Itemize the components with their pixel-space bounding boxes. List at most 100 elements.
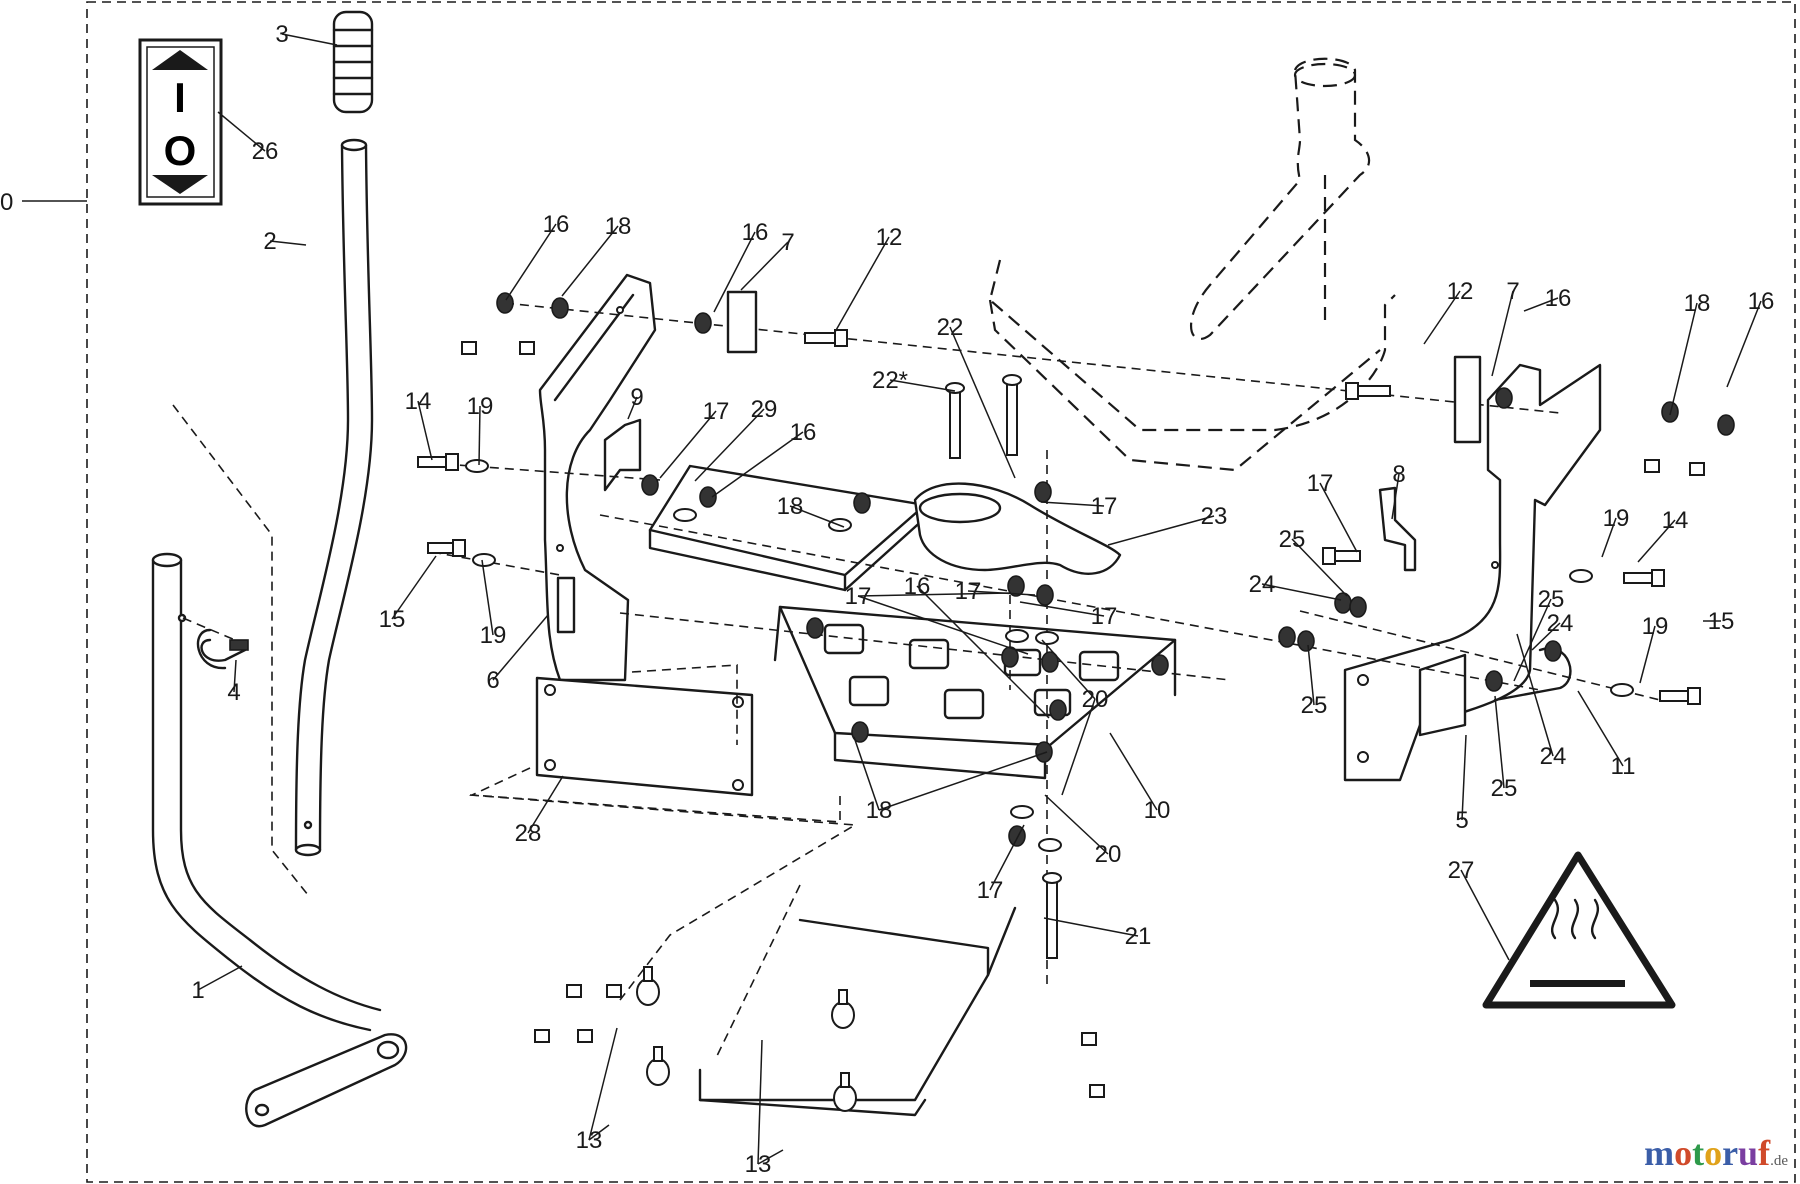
bolt-head: [1345, 382, 1359, 400]
nut: [1334, 592, 1352, 614]
callout-16: 16: [742, 219, 769, 246]
nut: [1007, 575, 1025, 597]
callout-14: 14: [405, 388, 432, 415]
washer: [1005, 629, 1029, 643]
leader-line: [949, 326, 1016, 479]
callout-11: 11: [1611, 753, 1636, 780]
leader-line: [659, 410, 717, 479]
bolt-shank: [653, 1046, 663, 1062]
callout-20: 20: [1082, 686, 1109, 713]
callout-14: 14: [1662, 507, 1689, 534]
leader-line: [853, 736, 880, 811]
leader-line: [740, 241, 789, 291]
leader-line: [1516, 633, 1554, 757]
leader-line: [1494, 695, 1505, 789]
watermark-brand: motoruf: [1644, 1133, 1771, 1173]
leader-line: [1261, 583, 1342, 601]
nut: [1495, 387, 1513, 409]
bolt-shank: [427, 542, 454, 554]
leader-lines: [197, 33, 1762, 1165]
leader-line: [857, 595, 1029, 655]
callout-1: 1: [191, 977, 204, 1004]
watermark: motoruf.de: [1644, 1132, 1788, 1174]
bolt-head: [945, 382, 965, 394]
callout-25: 25: [1491, 775, 1518, 802]
nut: [1036, 584, 1054, 606]
off-letter: O: [164, 127, 197, 174]
small-fastener: [566, 984, 582, 998]
nut: [496, 292, 514, 314]
bolt-shank: [840, 1072, 850, 1088]
leader-line: [916, 585, 1050, 719]
leader-line: [481, 559, 494, 636]
leader-line: [694, 408, 765, 482]
callout-19: 19: [1642, 613, 1669, 640]
callout-28: 28: [515, 820, 542, 847]
leader-line: [1107, 515, 1215, 546]
leader-line: [1491, 290, 1514, 377]
assembly-axis: [431, 551, 561, 576]
leader-line: [1319, 482, 1358, 553]
callout-17: 17: [1091, 603, 1118, 630]
nut: [853, 492, 871, 514]
leader-line: [1669, 302, 1698, 416]
bolt-head: [833, 1084, 857, 1112]
bolt-shank: [1006, 379, 1018, 456]
bottom-tray: [698, 884, 1017, 1117]
callout-17: 17: [955, 578, 982, 605]
callout-3: 3: [275, 21, 288, 48]
leader-line: [789, 505, 845, 528]
leader-line: [588, 1124, 610, 1141]
callout-17: 17: [1091, 493, 1118, 520]
callout-19: 19: [480, 622, 507, 649]
leader-line: [233, 659, 237, 693]
nut: [1034, 481, 1052, 503]
leader-line: [989, 824, 1025, 891]
plate-7: [1453, 355, 1482, 444]
leader-line: [1307, 644, 1315, 706]
bolt-shank: [1659, 690, 1689, 702]
callout-25: 25: [1538, 586, 1565, 613]
bolt-head: [1687, 687, 1701, 705]
leader-line: [391, 555, 437, 620]
callout-26: 26: [252, 138, 279, 165]
plate-7: [726, 290, 758, 354]
leader-line: [1531, 622, 1561, 651]
arrow-down-icon: [152, 175, 208, 194]
leader-line: [492, 614, 549, 681]
leader-line: [1637, 519, 1676, 563]
callout-16: 16: [790, 419, 817, 446]
washer: [1038, 838, 1062, 852]
callout-25: 25: [1279, 526, 1306, 553]
leader-line: [1061, 698, 1096, 796]
callout-25: 25: [1301, 692, 1328, 719]
bolt-shank: [949, 387, 961, 459]
callout-0: 0: [0, 189, 13, 216]
on-off-decal: I O: [138, 38, 223, 206]
bolt-shank: [1623, 572, 1653, 584]
callout-16: 16: [543, 211, 570, 238]
assembly-axis: [504, 302, 1561, 414]
center-plate-10: [773, 605, 1177, 780]
leader-line: [1391, 473, 1400, 520]
small-fastener: [461, 341, 477, 355]
bolt-head: [1002, 374, 1022, 386]
callout-19: 19: [467, 393, 494, 420]
handle-grip: [332, 10, 374, 114]
lower-handle: [151, 552, 408, 1128]
bolt-head: [445, 453, 459, 471]
callout-27: 27: [1448, 857, 1475, 884]
leader-line: [561, 225, 619, 297]
bolt-head: [1322, 547, 1336, 565]
callout-10: 10: [1144, 797, 1171, 824]
nut: [1001, 646, 1019, 668]
callout-7: 7: [781, 229, 794, 256]
washer: [1569, 569, 1593, 583]
assembly-axis: [619, 612, 1231, 681]
callout-18: 18: [1684, 290, 1711, 317]
nut: [1151, 654, 1169, 676]
small-fastener: [577, 1029, 593, 1043]
nut: [551, 297, 569, 319]
washer: [472, 553, 496, 567]
leader-line: [1044, 794, 1109, 855]
